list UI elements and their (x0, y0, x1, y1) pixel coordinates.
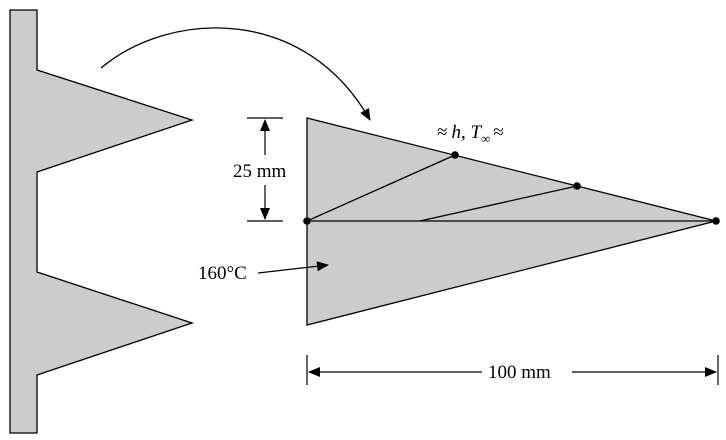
node-surface-1 (451, 151, 459, 159)
convection-label: ≈h, T∞≈ (437, 122, 504, 146)
node-surface-2 (573, 182, 581, 190)
thickness-label: 25 mm (233, 161, 287, 182)
base-temp-arrow (257, 261, 329, 274)
length-label: 100 mm (488, 362, 551, 383)
mesh-line-2 (419, 185, 578, 222)
node-tip (712, 217, 720, 225)
mesh-line-1 (306, 154, 456, 222)
wall-with-fins (9, 9, 195, 434)
base-temp-label: 160°C (198, 263, 247, 284)
callout-arrow (100, 27, 371, 121)
node-base (303, 217, 311, 225)
